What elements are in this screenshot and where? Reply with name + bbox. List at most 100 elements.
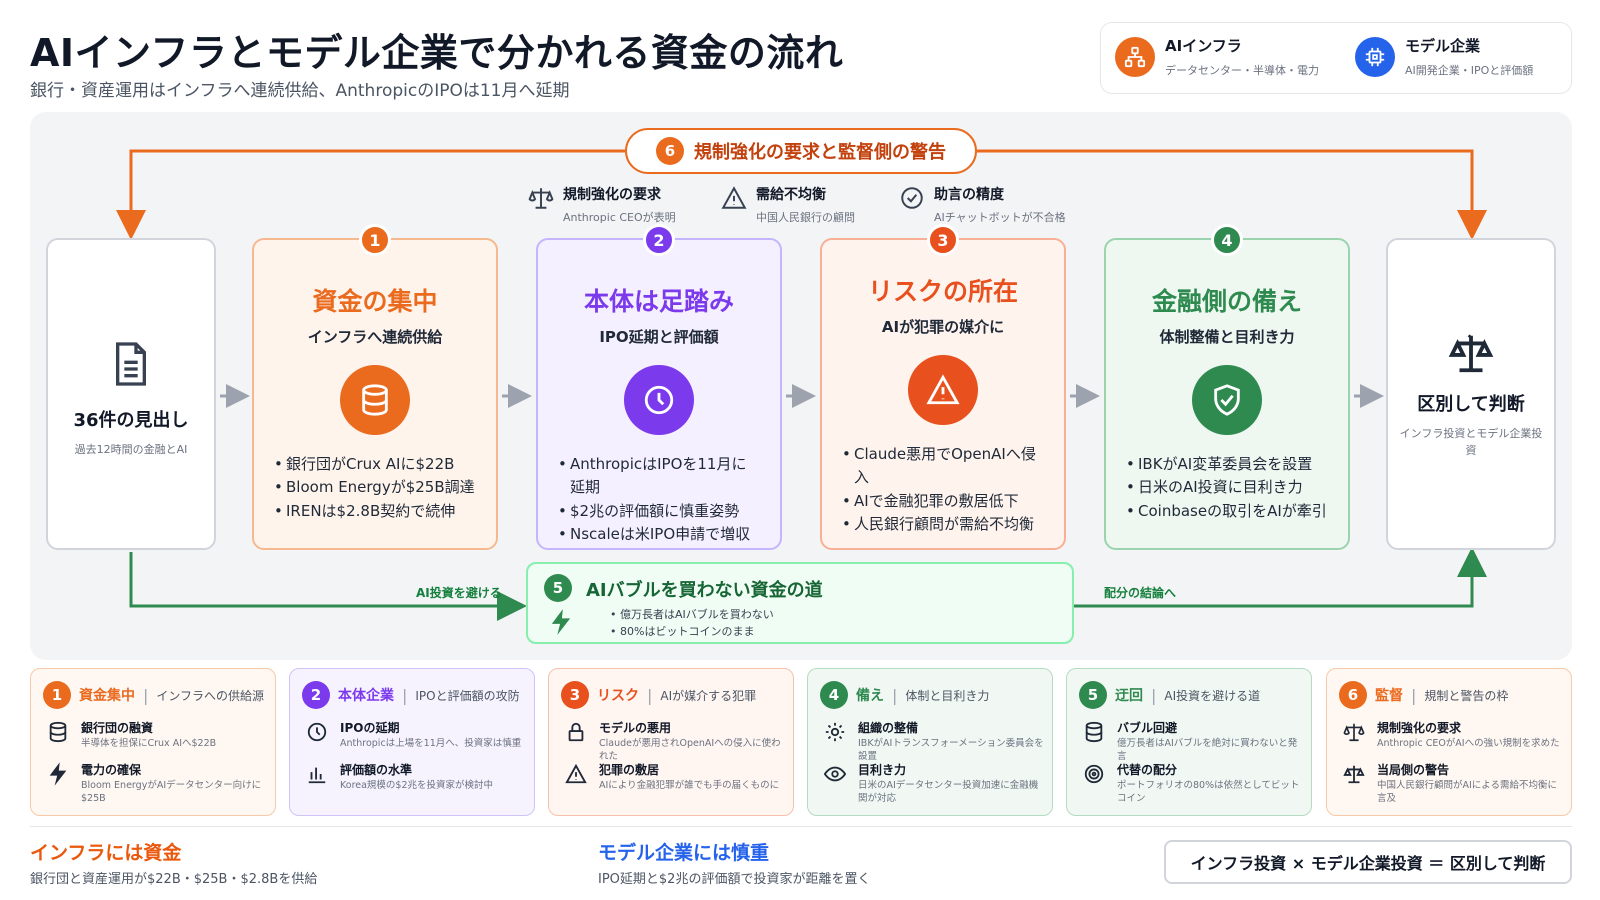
bullet-item: $2兆の評価額に慎重姿勢: [558, 500, 760, 524]
step-card-risk: 3 リスクの所在 AIが犯罪の媒介に Claude悪用でOpenAIへ侵入 AI…: [820, 224, 1066, 550]
bullet-item: 銀行団がCrux AIに$22B: [274, 453, 476, 477]
summary-item-sub: 日米のAIデータセンター投資加速に金融機関が対応: [858, 780, 1039, 804]
step-subtitle: AIが犯罪の媒介に: [881, 318, 1005, 336]
summary-item-sub: ポートフォリオの80%は依然としてビットコイン: [1117, 780, 1300, 804]
step-number: 1: [43, 681, 71, 709]
bullet-item: 億万長者はAIバブルを買わない: [610, 606, 774, 623]
bullet-item: 80%はビットコインのまま: [610, 623, 774, 640]
summary-card-title: 本体企業: [338, 688, 394, 704]
bullet-item: Claude悪用でOpenAIへ侵入: [842, 443, 1044, 490]
summary-item-title: IPOの延期: [340, 721, 400, 735]
footer-infra-sub: 銀行団と資産運用が$22B・$25B・$2.8Bを供給: [30, 872, 318, 887]
summary-card-bypass: 5 迂回 | AI投資を避ける道 バブル回避億万長者はAIバブルを絶対に買わない…: [1066, 668, 1312, 816]
summary-item-title: 組織の整備: [858, 721, 919, 735]
alert-icon: [908, 355, 978, 425]
bullet-item: 人民銀行顧問が需給不均衡: [842, 513, 1044, 537]
warning-icon: [563, 761, 589, 787]
document-icon: [48, 340, 214, 392]
summary-item-sub: IBKがAIトランスフォーメーション委員会を設置: [858, 738, 1044, 762]
summary-card-sub: インフラへの供給源: [156, 688, 265, 703]
summary-item-title: バブル回避: [1117, 721, 1178, 735]
step-title: リスクの所在: [867, 277, 1018, 306]
summary-card-sub: AIが媒介する犯罪: [660, 688, 757, 703]
summary-card-sub: IPOと評価額の攻防: [415, 688, 520, 703]
bullet-item: Nscaleは米IPO申請で増収: [558, 523, 760, 547]
footer-model-sub: IPO延期と$2兆の評価額で投資家が距離を置く: [598, 872, 871, 887]
summary-card-title: リスク: [597, 688, 639, 704]
scale-icon: [1341, 719, 1367, 745]
lock-icon: [563, 719, 589, 745]
bubble-avoidance-box: 5 AIバブルを買わない資金の道 億万長者はAIバブルを買わない 80%はビット…: [526, 562, 1074, 644]
summary-item-sub: AIにより金融犯罪が誰でも手の届くものに: [599, 780, 780, 791]
bubble-title: AIバブルを買わない資金の道: [586, 580, 823, 601]
summary-card-title: 資金集中: [79, 688, 135, 704]
summary-card-sub: AI投資を避ける道: [1164, 688, 1261, 703]
step-number: 1: [359, 224, 391, 256]
flow-label-conclusion: 配分の結論へ: [1104, 586, 1177, 600]
bullet-item: IRENは$2.8B契約で続伸: [274, 500, 476, 524]
summary-item: 目利き力日米のAIデータセンター投資加速に金融機関が対応: [822, 761, 1044, 806]
gear-icon: [822, 719, 848, 745]
step-subtitle: 体制整備と目利き力: [1159, 328, 1295, 346]
headlines-title: 36件の見出し: [73, 410, 189, 431]
regulation-pill-label: 規制強化の要求と監督側の警告: [694, 142, 946, 163]
summary-item-title: 電力の確保: [81, 763, 142, 777]
summary-item-title: モデルの悪用: [599, 721, 672, 735]
bar-chart-icon: [304, 761, 330, 787]
step-title: 本体は足踏み: [583, 287, 734, 316]
database-icon: [45, 719, 71, 745]
check-circle-icon: [898, 184, 926, 212]
warning-sub: 中国人民銀行の顧問: [756, 211, 855, 224]
step-subtitle: インフラへ連続供給: [307, 328, 443, 346]
summary-item-sub: Korea規模の$2兆を投資家が検討中: [340, 780, 494, 791]
summary-item-sub: Anthropic CEOがAIへの強い規制を求めた: [1377, 738, 1560, 749]
footer-model-title: モデル企業には慎重: [598, 842, 770, 864]
summary-item: モデルの悪用 Claudeが悪用されOpenAIへの侵入に使われた: [563, 719, 785, 764]
step-number: 4: [1211, 224, 1243, 256]
step-bullets: Claude悪用でOpenAIへ侵入 AIで金融犯罪の敷居低下 人民銀行顧問が需…: [822, 443, 1064, 536]
legend-sub: データセンター・半導体・電力: [1165, 64, 1319, 77]
summary-item: 銀行団の融資半導体を担保にCrux AIへ$22B: [45, 719, 267, 751]
step-card-preparation: 4 金融側の備え 体制整備と目利き力 IBKがAI変革委員会を設置 日米のAI投…: [1104, 224, 1350, 550]
scale-icon: [527, 184, 555, 212]
eye-icon: [822, 761, 848, 787]
legend-item-infra: AIインフラ データセンター・半導体・電力: [1115, 35, 1319, 78]
footer-formula: インフラ投資 × モデル企業投資 ＝ 区別して判断: [1164, 840, 1572, 884]
warning-icon: [720, 184, 748, 212]
clock-icon: [304, 719, 330, 745]
step-number: 2: [302, 681, 330, 709]
summary-card-title: 備え: [856, 688, 884, 704]
summary-item-title: 銀行団の融資: [81, 721, 154, 735]
regulation-pill: 6 規制強化の要求と監督側の警告: [625, 128, 977, 174]
step-card-capital: 1 資金の集中 インフラへ連続供給 銀行団がCrux AIに$22B Bloom…: [252, 224, 498, 550]
summary-card-title: 迂回: [1115, 688, 1143, 704]
step-number: 3: [561, 681, 589, 709]
summary-item-sub: 半導体を担保にCrux AIへ$22B: [81, 738, 217, 749]
step-title: 資金の集中: [312, 287, 438, 316]
warning-title: 需給不均衡: [756, 187, 826, 203]
legend-item-model: モデル企業 AI開発企業・IPOと評価額: [1355, 35, 1533, 78]
summary-card-title: 監督: [1375, 688, 1403, 704]
step-number: 5: [544, 574, 572, 602]
legend-title: AIインフラ: [1165, 37, 1242, 55]
summary-item-sub: Claudeが悪用されOpenAIへの侵入に使われた: [599, 738, 781, 762]
summary-item: 当局側の警告中国人民銀行顧問がAIによる需給不均衡に言及: [1341, 761, 1563, 806]
target-icon: [1081, 761, 1107, 787]
bubble-bullets: 億万長者はAIバブルを買わない 80%はビットコインのまま: [610, 606, 774, 640]
bullet-item: Coinbaseの取引をAIが牽引: [1126, 500, 1328, 524]
step-subtitle: IPO延期と評価額: [599, 328, 719, 346]
bullet-item: 日米のAI投資に目利き力: [1126, 476, 1328, 500]
summary-card-sub: 規制と警告の枠: [1424, 688, 1509, 703]
footer-divider: [30, 826, 1572, 827]
step-card-model: 2 本体は足踏み IPO延期と評価額 AnthropicはIPOを11月に延期 …: [536, 224, 782, 550]
headlines-card: 36件の見出し 過去12時間の金融とAI: [46, 238, 216, 550]
step-number: 6: [656, 137, 684, 165]
warning-item-accuracy: 助言の精度 AIチャットボットが不合格: [898, 184, 1066, 225]
step-title: 金融側の備え: [1151, 287, 1302, 316]
decision-title: 区別して判断: [1417, 394, 1525, 415]
